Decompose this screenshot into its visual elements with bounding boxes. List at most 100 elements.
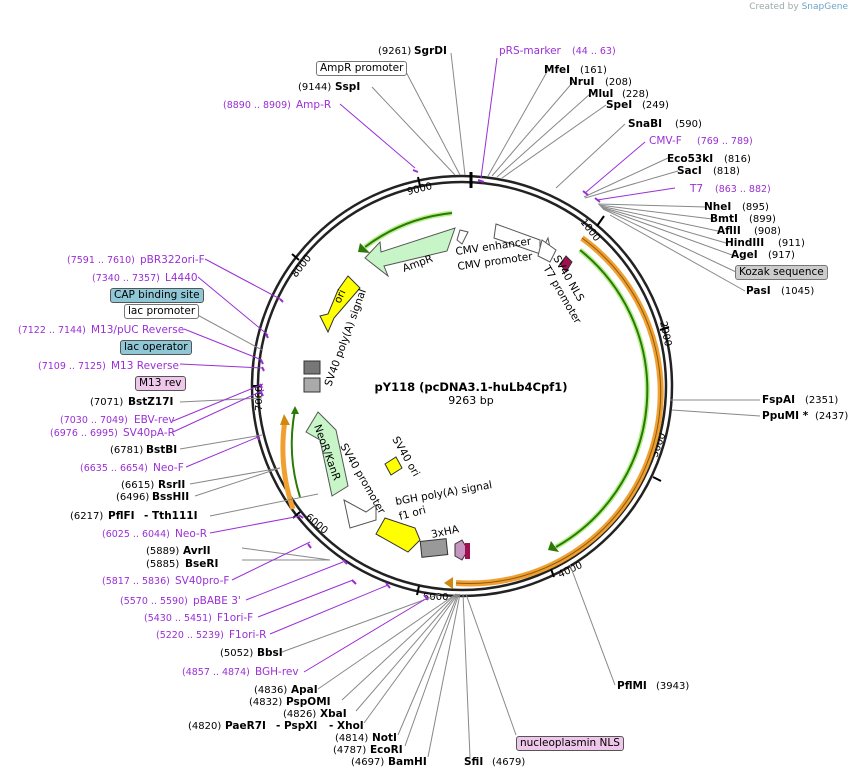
tick-label-6000: 6000 bbox=[303, 512, 330, 537]
enzyme-snabi[interactable]: SnaBI bbox=[628, 118, 662, 130]
feature-box-ampr-promoter[interactable]: AmpR promoter bbox=[316, 61, 408, 76]
bgh-polya-feature bbox=[419, 538, 449, 558]
primer-range-pbr322ori-f: (7591 .. 7610) bbox=[67, 255, 135, 266]
enzyme-pos-rsrii: (6615) bbox=[121, 480, 154, 491]
ori-feature bbox=[319, 275, 361, 334]
enzyme-bstz17i[interactable]: BstZ17I bbox=[128, 396, 173, 408]
primer-amp-r[interactable]: Amp-R bbox=[296, 99, 331, 111]
primer-neo-f[interactable]: Neo-F bbox=[153, 462, 184, 474]
enzyme-pos-apai: (4836) bbox=[254, 685, 287, 696]
enzyme-pos-noti: (4814) bbox=[335, 733, 368, 744]
enzyme-tth111i[interactable]: - Tth111I bbox=[144, 510, 198, 522]
enzyme-aflii[interactable]: AflII bbox=[717, 225, 741, 237]
enzyme-hindiii[interactable]: HindIII bbox=[725, 237, 764, 249]
enzyme-pos-ppumi: (2437) bbox=[815, 411, 848, 422]
enzyme-eco53ki[interactable]: Eco53kI bbox=[667, 153, 713, 165]
f1-ori-label: f1 ori bbox=[398, 504, 428, 523]
enzyme-pos-saci: (818) bbox=[713, 166, 740, 177]
enzyme-bbsi[interactable]: BbsI bbox=[257, 647, 283, 659]
ori-label: ori bbox=[332, 288, 349, 305]
leader-lines bbox=[179, 52, 761, 758]
enzyme-mlui[interactable]: MluI bbox=[588, 88, 613, 100]
enzyme-bamhi[interactable]: BamHI bbox=[388, 756, 427, 768]
primer-t7[interactable]: T7 bbox=[689, 183, 703, 195]
primer-bgh-rev[interactable]: BGH-rev bbox=[255, 666, 299, 678]
primer-ebv-rev[interactable]: EBV-rev bbox=[134, 414, 175, 426]
enzyme-pos-sfii: (4679) bbox=[492, 757, 525, 768]
neo-orf-arc bbox=[280, 419, 296, 510]
primer-f1ori-r[interactable]: F1ori-R bbox=[229, 629, 266, 641]
sv40-ori-feature bbox=[384, 456, 403, 476]
enzyme-pos-fspai: (2351) bbox=[805, 395, 838, 406]
primer-prs-marker[interactable]: pRS-marker bbox=[499, 45, 562, 57]
enzyme-pflfi[interactable]: PflFI bbox=[108, 510, 135, 522]
enzyme-pos-mfei: (161) bbox=[580, 65, 607, 76]
enzyme-paer7i[interactable]: PaeR7I bbox=[225, 720, 266, 732]
primer-sv40pa-r[interactable]: SV40pA-R bbox=[123, 427, 175, 439]
enzyme-ecori[interactable]: EcoRI bbox=[370, 744, 403, 756]
sv40-polya-block bbox=[303, 360, 321, 375]
snapgene-watermark: Created by SnapGene bbox=[749, 2, 848, 12]
plasmid-size: 9263 bp bbox=[448, 394, 493, 407]
enzyme-pos-aflii: (908) bbox=[754, 226, 781, 237]
enzyme-bsshii[interactable]: BssHII bbox=[152, 491, 189, 503]
enzyme-rsrii[interactable]: RsrII bbox=[158, 479, 185, 491]
feature-box-kozak[interactable]: Kozak sequence bbox=[735, 265, 828, 280]
enzyme-pos-ecori: (4787) bbox=[333, 745, 366, 756]
feature-box-lac-operator[interactable]: lac operator bbox=[120, 340, 192, 355]
enzyme-mfei[interactable]: MfeI bbox=[544, 64, 570, 76]
enzyme-agei[interactable]: AgeI bbox=[731, 249, 758, 261]
enzyme-fspai[interactable]: FspAI bbox=[762, 394, 795, 406]
enzyme-spei[interactable]: SpeI bbox=[606, 99, 632, 111]
enzyme-xbai[interactable]: XbaI bbox=[320, 708, 347, 720]
enzyme-pos-xbai: (4826) bbox=[283, 709, 316, 720]
primer-range-m13-reverse: (7109 .. 7125) bbox=[38, 361, 106, 372]
enzyme-avrii[interactable]: AvrII bbox=[183, 545, 211, 557]
enzyme-pos-bbsi: (5052) bbox=[220, 648, 253, 659]
primer-pbr322ori-f[interactable]: pBR322ori-F bbox=[140, 254, 205, 266]
primer-l4440[interactable]: L4440 bbox=[165, 272, 198, 284]
primer-range-ebv-rev: (7030 .. 7049) bbox=[60, 415, 128, 426]
enzyme-xhoi[interactable]: - XhoI bbox=[329, 720, 364, 732]
primer-sv40pro-f[interactable]: SV40pro-F bbox=[175, 575, 229, 587]
primer-cmv-f[interactable]: CMV-F bbox=[649, 135, 682, 147]
primer-neo-r[interactable]: Neo-R bbox=[175, 528, 207, 540]
sv40-nls-feature bbox=[559, 255, 573, 273]
primer-m13-puc-reverse[interactable]: M13/pUC Reverse bbox=[91, 324, 184, 336]
enzyme-nhei[interactable]: NheI bbox=[704, 201, 731, 213]
enzyme-pos-sgrdi: (9261) bbox=[378, 46, 411, 57]
enzyme-bseri[interactable]: BseRI bbox=[185, 558, 218, 570]
feature-box-cap-site[interactable]: CAP binding site bbox=[110, 288, 204, 303]
f1-ori-feature bbox=[375, 517, 421, 553]
enzyme-sfii[interactable]: SfiI bbox=[464, 756, 483, 768]
enzyme-pos-bamhi: (4697) bbox=[351, 757, 384, 768]
enzyme-pos-pflmi: (3943) bbox=[656, 681, 689, 692]
enzyme-pasi[interactable]: PasI bbox=[746, 285, 771, 297]
enzyme-pspxi[interactable]: - PspXI bbox=[276, 720, 317, 732]
enzyme-apai[interactable]: ApaI bbox=[291, 684, 318, 696]
enzyme-ppumi[interactable]: PpuMI * bbox=[762, 410, 809, 422]
tick-label-2000: 2000 bbox=[657, 320, 673, 347]
plasmid-name: pY118 (pcDNA3.1-huLb4Cpf1) bbox=[375, 380, 568, 394]
enzyme-pos-bseri: (5885) bbox=[146, 559, 179, 570]
primer-pbabe3[interactable]: pBABE 3' bbox=[193, 595, 241, 607]
enzyme-nrui[interactable]: NruI bbox=[569, 76, 594, 88]
feature-box-m13-rev[interactable]: M13 rev bbox=[135, 376, 186, 391]
enzyme-sgrdi[interactable]: SgrDI bbox=[414, 45, 447, 57]
primer-f1ori-f[interactable]: F1ori-F bbox=[217, 612, 253, 624]
enzyme-sspi[interactable]: SspI bbox=[335, 81, 360, 93]
primer-m13-reverse[interactable]: M13 Reverse bbox=[111, 360, 179, 372]
enzyme-bmti[interactable]: BmtI bbox=[710, 213, 738, 225]
enzyme-pflmi[interactable]: PflMI bbox=[617, 680, 647, 692]
feature-box-lac-promoter[interactable]: lac promoter bbox=[124, 304, 200, 319]
enzyme-pos-bstbi: (6781) bbox=[110, 445, 143, 456]
cmv-enhancer-feature bbox=[493, 223, 553, 259]
enzyme-bstbi[interactable]: BstBI bbox=[146, 444, 177, 456]
feature-box-nucleoplasmin[interactable]: nucleoplasmin NLS bbox=[516, 736, 624, 751]
enzyme-pspomi[interactable]: PspOMI bbox=[286, 696, 331, 708]
enzyme-saci[interactable]: SacI bbox=[677, 165, 702, 177]
enzyme-pos-pasi: (1045) bbox=[781, 286, 814, 297]
enzyme-noti[interactable]: NotI bbox=[372, 732, 397, 744]
nls-feature bbox=[465, 543, 470, 559]
